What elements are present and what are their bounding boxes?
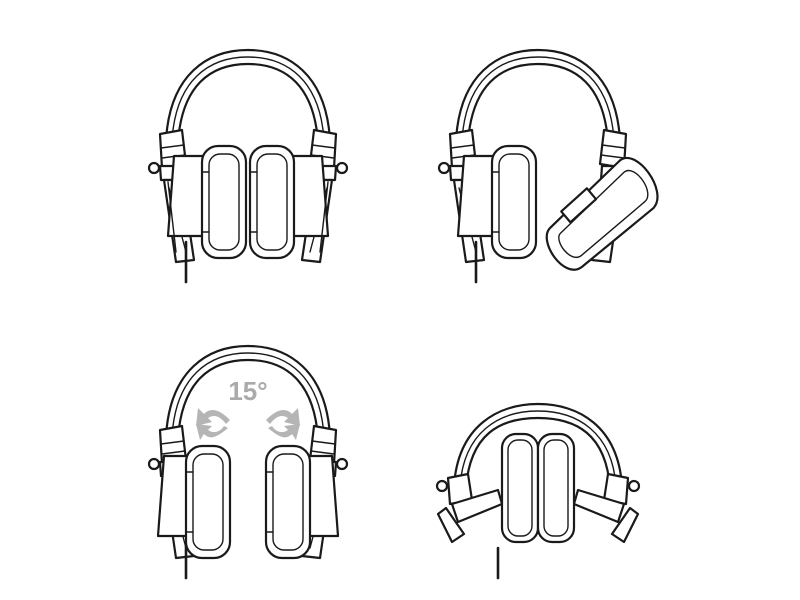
rotate-right-arrow-icon — [266, 408, 300, 440]
rotation-angle-label: 15° — [228, 376, 267, 406]
headphones-folded — [435, 402, 641, 580]
headphones-earcup-swiveled — [437, 48, 659, 284]
headphones-earcup-rotation: 15° — [147, 344, 349, 580]
headphones-standard-view — [147, 48, 349, 284]
rotate-left-arrow-icon — [196, 408, 230, 440]
